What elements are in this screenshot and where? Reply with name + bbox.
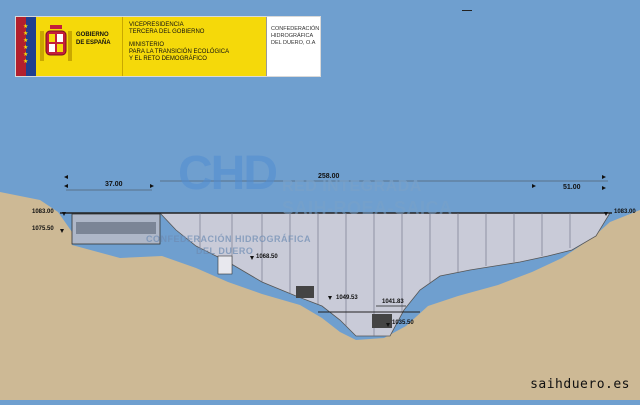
dam-body (159, 212, 611, 337)
arrow-right-1 (532, 184, 536, 188)
outlet-gate-1 (296, 286, 314, 298)
arrow-right-3 (602, 186, 606, 190)
watermark-agency-2: DEL DUERO (196, 246, 254, 256)
elevation-intake: 1068.50 (256, 254, 278, 260)
watermark-line-1: RED INTEGRADA (282, 178, 422, 195)
government-block: ★★★★★★ GOBIERNO DE ESPAÑA VI (16, 17, 266, 76)
arrow-right-2 (602, 175, 606, 179)
chd-watermark-logo: CHD (178, 147, 278, 200)
arrow-left-2 (64, 184, 68, 188)
elevation-outlet-2: 1041.83 (382, 299, 404, 305)
elevation-left-crest: 1083.00 (32, 209, 54, 215)
elevation-right-crest: 1083.00 (614, 209, 636, 215)
site-url-label: saihduero.es (530, 377, 630, 392)
watermark-agency-1: CONFEDERACIÓN HIDROGRÁFICA (146, 234, 311, 244)
outlet-gate-2 (372, 314, 392, 328)
arrow-left-1 (64, 175, 68, 179)
arrow-left-3 (150, 184, 154, 188)
elevation-base: 1035.50 (392, 320, 414, 326)
elevation-reservoir: 1075.50 (32, 226, 54, 232)
intake-tower (217, 255, 233, 275)
terrain (0, 192, 640, 400)
agency-label: CONFEDERACIÓN HIDROGRÁFICA DEL DUERO, O.… (266, 17, 320, 76)
level-markers (60, 212, 608, 327)
left-width-label: 37.00 (105, 181, 123, 188)
intake-structure (76, 222, 156, 234)
right-width-label: 51.00 (563, 184, 581, 191)
elevation-outlet-1: 1049.53 (336, 295, 358, 301)
ministry-label: VICEPRESIDENCIA TERCERA DEL GOBIERNO MIN… (122, 17, 266, 76)
government-label: GOBIERNO DE ESPAÑA (76, 32, 111, 46)
top-mark (462, 10, 472, 11)
eu-flag-icon: ★★★★★★ (16, 17, 36, 76)
crest-length-label: 258.00 (318, 173, 340, 180)
dam-joints (199, 213, 571, 336)
coat-of-arms-icon (36, 17, 76, 76)
watermark-line-2: SAIH-ROEA-SAICA (282, 198, 453, 218)
government-logo-banner: ★★★★★★ GOBIERNO DE ESPAÑA VI (16, 17, 320, 76)
